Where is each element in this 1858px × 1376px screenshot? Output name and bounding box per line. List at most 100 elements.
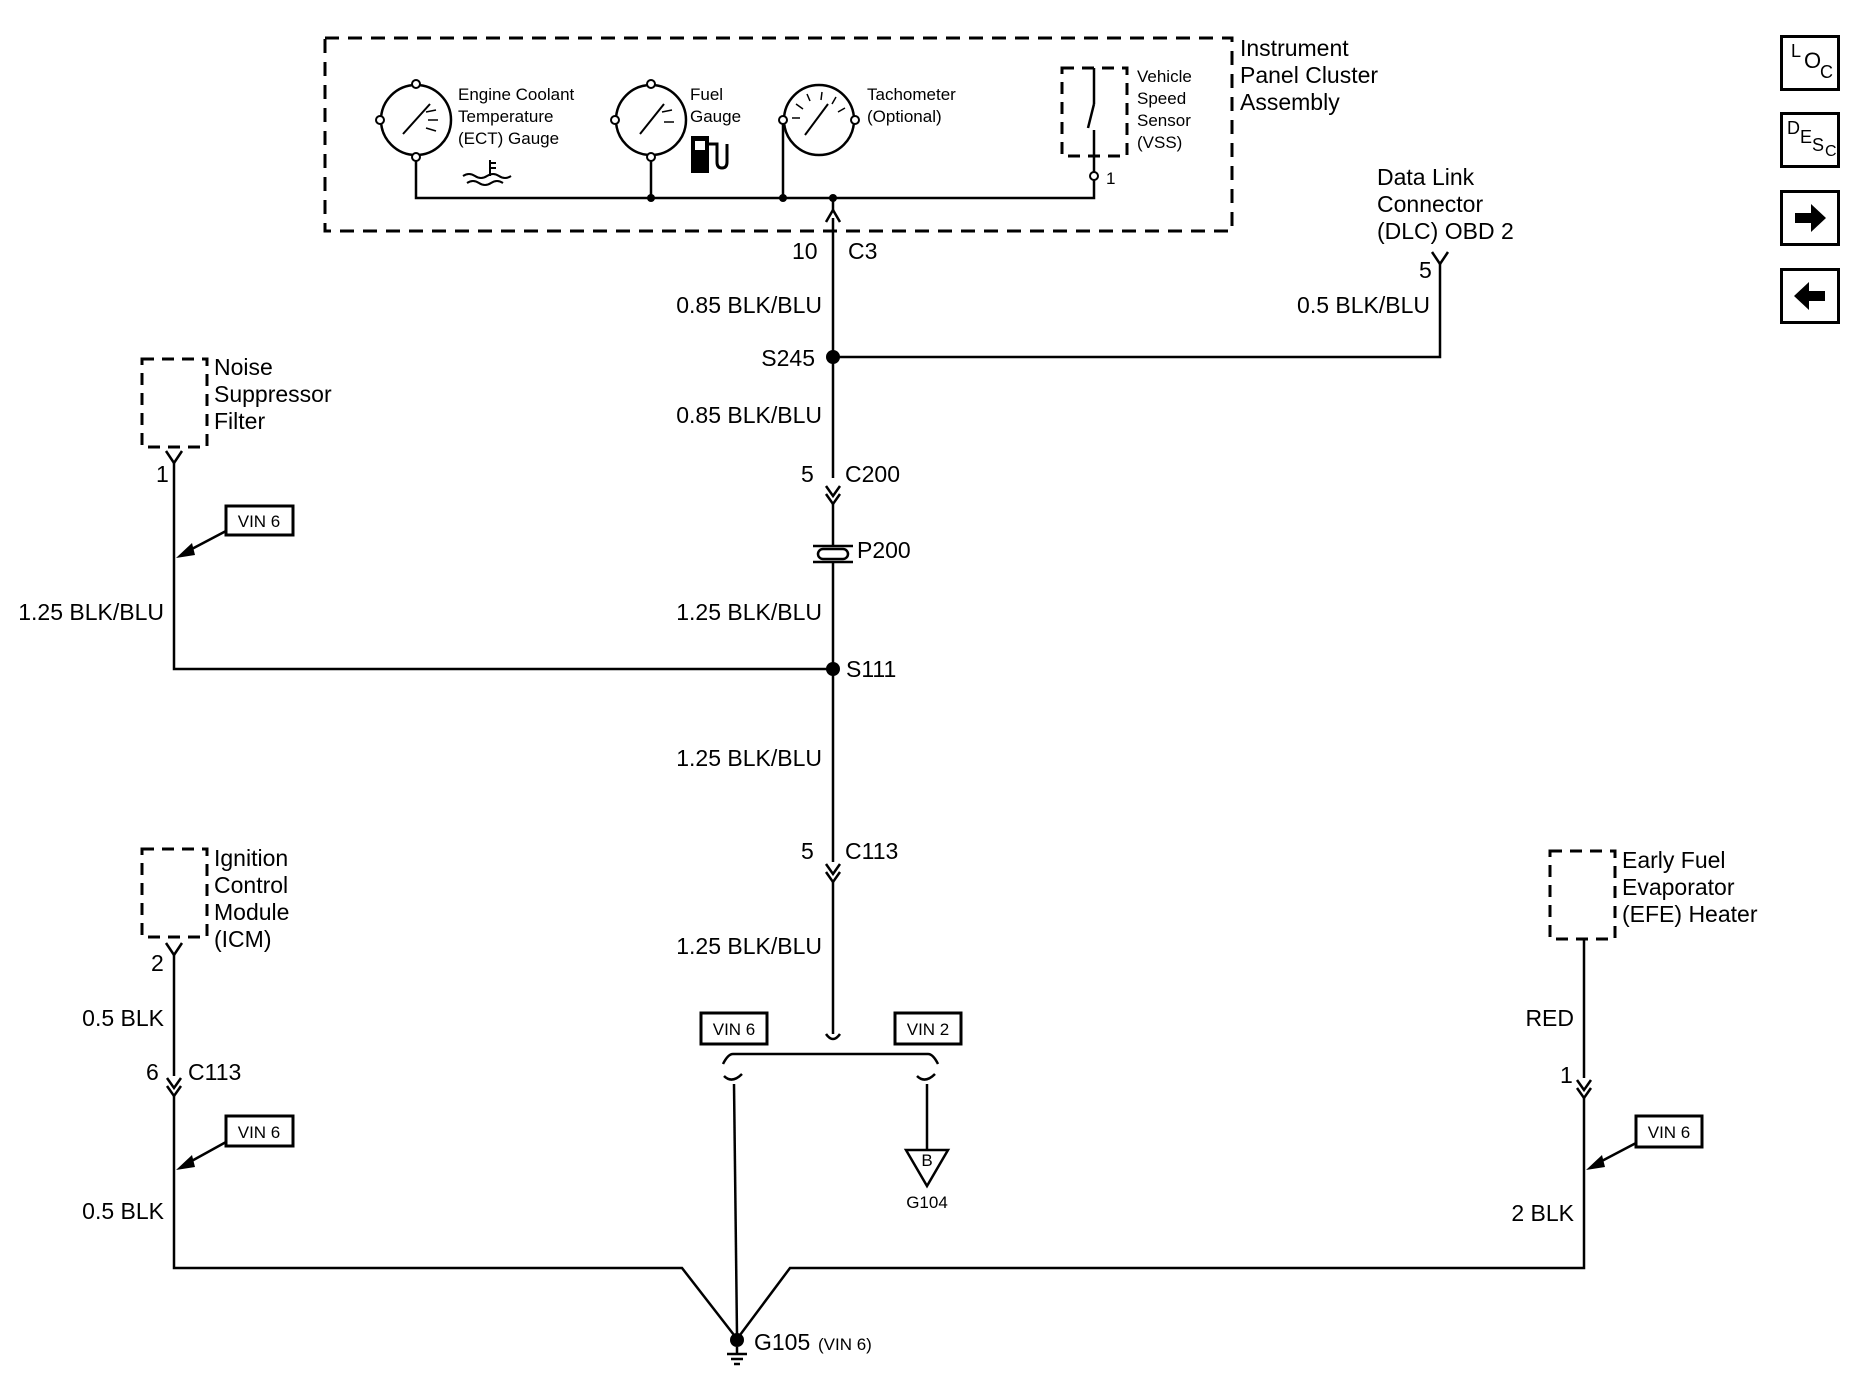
coolant-icon xyxy=(462,160,512,186)
c113-left-pin: 6 xyxy=(146,1059,159,1085)
efe-pin: 1 xyxy=(1560,1062,1573,1088)
icm-label-1: Ignition xyxy=(214,845,288,871)
fuel-label-1: Fuel xyxy=(690,85,723,104)
icm-wire-label-1: 0.5 BLK xyxy=(82,1005,164,1031)
loc-letter-l: L xyxy=(1791,41,1802,61)
efe-box xyxy=(1548,849,1617,941)
c3-pin: 10 xyxy=(792,238,818,264)
prev-button[interactable] xyxy=(1780,268,1840,324)
c113-main-pin: 5 xyxy=(801,838,814,864)
ect-label-3: (ECT) Gauge xyxy=(458,129,559,148)
icm-label-3: Module xyxy=(214,899,289,925)
arrow-right-icon xyxy=(1795,204,1826,232)
ect-gauge xyxy=(375,79,453,162)
efe-label-1: Early Fuel xyxy=(1622,847,1726,873)
vss-label-1: Vehicle xyxy=(1137,67,1192,86)
desc-letter-e: E xyxy=(1800,127,1813,147)
loc-letter-c: C xyxy=(1820,62,1833,82)
loc-letter-o: O xyxy=(1804,48,1822,73)
dlc-wire-label: 0.5 BLK/BLU xyxy=(1297,292,1430,318)
icm-label-4: (ICM) xyxy=(214,926,271,952)
icm-pin: 2 xyxy=(151,950,164,976)
ground-g104: B xyxy=(903,1148,951,1189)
icm-label-2: Control xyxy=(214,872,288,898)
vin-tag-ground-right: VIN 2 xyxy=(893,1011,963,1046)
vss-pin: 1 xyxy=(1106,169,1115,188)
c113-left-name: C113 xyxy=(188,1059,241,1085)
noise-label-1: Noise xyxy=(214,354,273,380)
svg-text:VIN 2: VIN 2 xyxy=(907,1020,950,1039)
ipc-outline xyxy=(323,36,1234,233)
fuel-pump-icon xyxy=(691,136,729,173)
dlc-pin: 5 xyxy=(1419,257,1432,283)
ect-label-1: Engine Coolant xyxy=(458,85,575,104)
ipc-junction-1 xyxy=(647,194,655,202)
efe-wire xyxy=(738,939,1593,1336)
next-button[interactable] xyxy=(1780,190,1840,246)
vss-sensor xyxy=(1060,66,1129,181)
ect-label-2: Temperature xyxy=(458,107,553,126)
noise-wire xyxy=(172,461,833,671)
p200-name: P200 xyxy=(857,537,911,563)
desc-button[interactable]: D E S C xyxy=(1780,112,1840,168)
p200-connector xyxy=(813,544,853,564)
wire-label-main-1: 0.85 BLK/BLU xyxy=(676,292,822,318)
ipc-title-3: Assembly xyxy=(1240,89,1340,115)
desc-letter-c: C xyxy=(1825,143,1837,160)
icm-wire xyxy=(165,953,735,1336)
svg-text:B: B xyxy=(921,1151,932,1170)
c200-name: C200 xyxy=(845,461,900,487)
vss-label-4: (VSS) xyxy=(1137,133,1182,152)
svg-text:VIN 6: VIN 6 xyxy=(713,1020,756,1039)
splice-s245-label: S245 xyxy=(761,345,815,371)
loc-button[interactable]: L O C xyxy=(1780,35,1840,91)
tachometer-gauge xyxy=(778,83,860,157)
splice-s111 xyxy=(826,662,840,676)
efe-wire-label-1: RED xyxy=(1525,1005,1574,1031)
ground-g104-label: G104 xyxy=(906,1193,948,1212)
noise-label-2: Suppressor xyxy=(214,381,332,407)
c3-name: C3 xyxy=(848,238,877,264)
efe-label-3: (EFE) Heater xyxy=(1622,901,1758,927)
ground-g105-label: G105 xyxy=(754,1329,810,1355)
icm-box xyxy=(140,847,209,939)
c200-pin: 5 xyxy=(801,461,814,487)
wire-label-main-4: 1.25 BLK/BLU xyxy=(676,745,822,771)
c113-main-name: C113 xyxy=(845,838,898,864)
splice-s111-label: S111 xyxy=(846,656,896,682)
vin-split xyxy=(721,1033,940,1336)
efe-wire-label-2: 2 BLK xyxy=(1511,1200,1574,1226)
ipc-title-1: Instrument xyxy=(1240,35,1349,61)
ipc-title-2: Panel Cluster xyxy=(1240,62,1378,88)
dlc-label-2: Connector xyxy=(1377,191,1483,217)
noise-filter-box xyxy=(140,357,209,449)
dlc-wire xyxy=(833,262,1442,359)
dlc-label-1: Data Link xyxy=(1377,164,1475,190)
main-wire xyxy=(824,198,842,1034)
noise-label-3: Filter xyxy=(214,408,265,434)
dlc-connector-mark xyxy=(1430,251,1450,267)
noise-pin: 1 xyxy=(156,461,169,487)
svg-text:VIN 6: VIN 6 xyxy=(238,512,281,531)
dlc-label-3: (DLC) OBD 2 xyxy=(1377,218,1514,244)
efe-label-2: Evaporator xyxy=(1622,874,1735,900)
ground-g105-note: (VIN 6) xyxy=(818,1335,872,1354)
vin-tag-noise: VIN 6 xyxy=(176,504,295,558)
icm-wire-label-2: 0.5 BLK xyxy=(82,1198,164,1224)
desc-letter-s: S xyxy=(1812,135,1825,155)
ipc-internal-bus xyxy=(414,124,1096,200)
arrow-left-icon xyxy=(1794,282,1825,310)
noise-wire-label: 1.25 BLK/BLU xyxy=(18,599,164,625)
svg-text:VIN 6: VIN 6 xyxy=(1648,1123,1691,1142)
vss-label-3: Sensor xyxy=(1137,111,1191,130)
ipc-junction-2 xyxy=(779,194,787,202)
desc-letter-d: D xyxy=(1787,118,1800,138)
vin-tag-efe: VIN 6 xyxy=(1586,1114,1704,1170)
wire-label-main-5: 1.25 BLK/BLU xyxy=(676,933,822,959)
fuel-label-2: Gauge xyxy=(690,107,741,126)
svg-text:VIN 6: VIN 6 xyxy=(238,1123,281,1142)
tach-label-1: Tachometer xyxy=(867,85,956,104)
tach-label-2: (Optional) xyxy=(867,107,942,126)
vss-label-2: Speed xyxy=(1137,89,1186,108)
